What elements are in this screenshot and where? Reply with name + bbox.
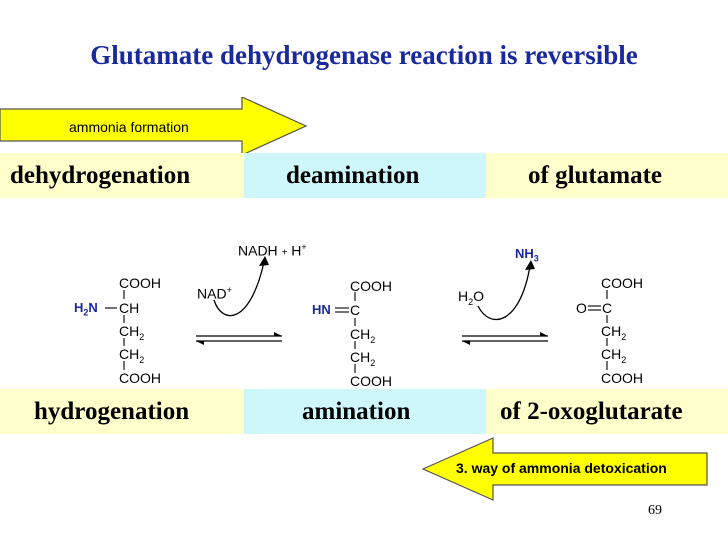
page-number: 69 <box>648 503 662 518</box>
glutamate-bottom-cooh: COOH <box>119 370 161 386</box>
imino-bottom-cooh: COOH <box>350 373 392 389</box>
bottom-band-of-2-oxoglutarate: of 2-oxoglutarate <box>486 389 728 434</box>
bottom-band-hydrogenation: hydrogenation <box>0 389 244 434</box>
oxo-ch2-b: CH2 <box>601 346 627 365</box>
glutamate-top-cooh: COOH <box>119 275 161 291</box>
page-title: Glutamate dehydrogenase reaction is reve… <box>90 40 638 70</box>
forward-arrow-label: ammonia formation <box>69 119 189 135</box>
nadh-label: NADH + H+ <box>238 242 307 259</box>
oxo-ch2-a: CH2 <box>601 323 627 342</box>
top-band-deamination: deamination <box>244 153 486 198</box>
imino-ch2-b: CH2 <box>350 349 376 368</box>
nad-label: NAD+ <box>197 285 232 302</box>
imino-group: HN <box>312 302 331 317</box>
imino-ch2-a: CH2 <box>350 326 376 345</box>
oxo-bottom-cooh: COOH <box>601 370 643 386</box>
top-band-dehydrogenation: dehydrogenation <box>0 153 244 198</box>
glutamate-ch2-b: CH2 <box>119 346 145 365</box>
nh3-label: NH3 <box>515 246 539 264</box>
glutamate-ch: CH <box>119 300 140 316</box>
glutamate-ch2-a: CH2 <box>119 323 145 342</box>
oxo-c: C <box>602 300 613 316</box>
imino-c: C <box>350 302 361 318</box>
bottom-band-amination: amination <box>244 389 486 434</box>
top-band-of-glutamate: of glutamate <box>486 153 728 198</box>
forward-arrow-icon <box>0 97 308 155</box>
oxo-top-cooh: COOH <box>601 275 643 291</box>
reverse-arrow-label: 3. way of ammonia detoxication <box>456 460 667 476</box>
oxo-group: O <box>576 300 587 316</box>
reverse-arrow-icon <box>421 437 708 501</box>
imino-top-cooh: COOH <box>350 278 392 294</box>
h2o-label: H2O <box>458 288 485 307</box>
glutamate-amino-group: H2N <box>74 300 98 318</box>
